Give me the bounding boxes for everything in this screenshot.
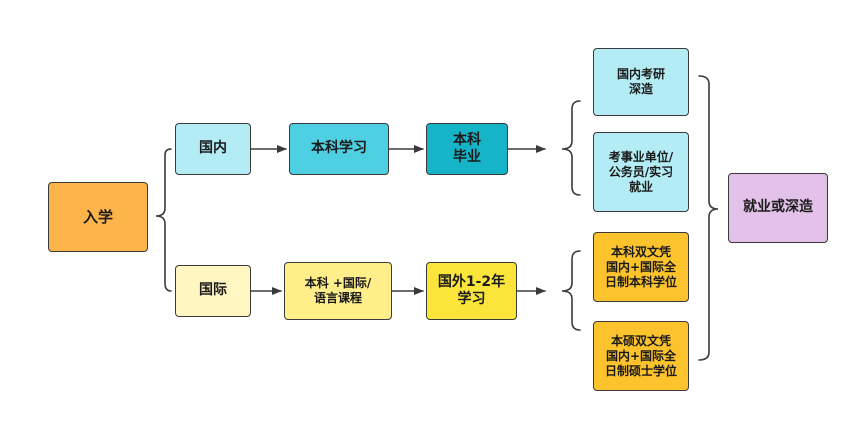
node-domestic: 国内 xyxy=(175,123,251,175)
node-undergrad-intl-language: 本科 +国际/ 语言课程 xyxy=(284,262,392,320)
node-dual-bachelor: 本科双文凭 国内+国际全 日制本科学位 xyxy=(593,232,689,302)
node-jobs: 考事业单位/ 公务员/实习 就业 xyxy=(593,132,689,212)
node-undergrad-study: 本科学习 xyxy=(289,123,389,175)
node-abroad-study: 国外1-2年 学习 xyxy=(426,262,517,320)
node-outcome: 就业或深造 xyxy=(728,173,828,243)
brace-final-merge xyxy=(698,75,719,361)
node-entry: 入学 xyxy=(48,182,148,252)
brace-domestic-options xyxy=(561,100,581,196)
node-dual-master: 本硕双文凭 国内+国际全 日制硕士学位 xyxy=(593,321,689,391)
node-undergrad-graduation: 本科 毕业 xyxy=(426,123,508,175)
node-international: 国际 xyxy=(175,265,251,317)
brace-entry-split xyxy=(155,148,172,292)
node-domestic-postgrad: 国内考研 深造 xyxy=(593,48,689,116)
brace-intl-options xyxy=(561,250,581,331)
